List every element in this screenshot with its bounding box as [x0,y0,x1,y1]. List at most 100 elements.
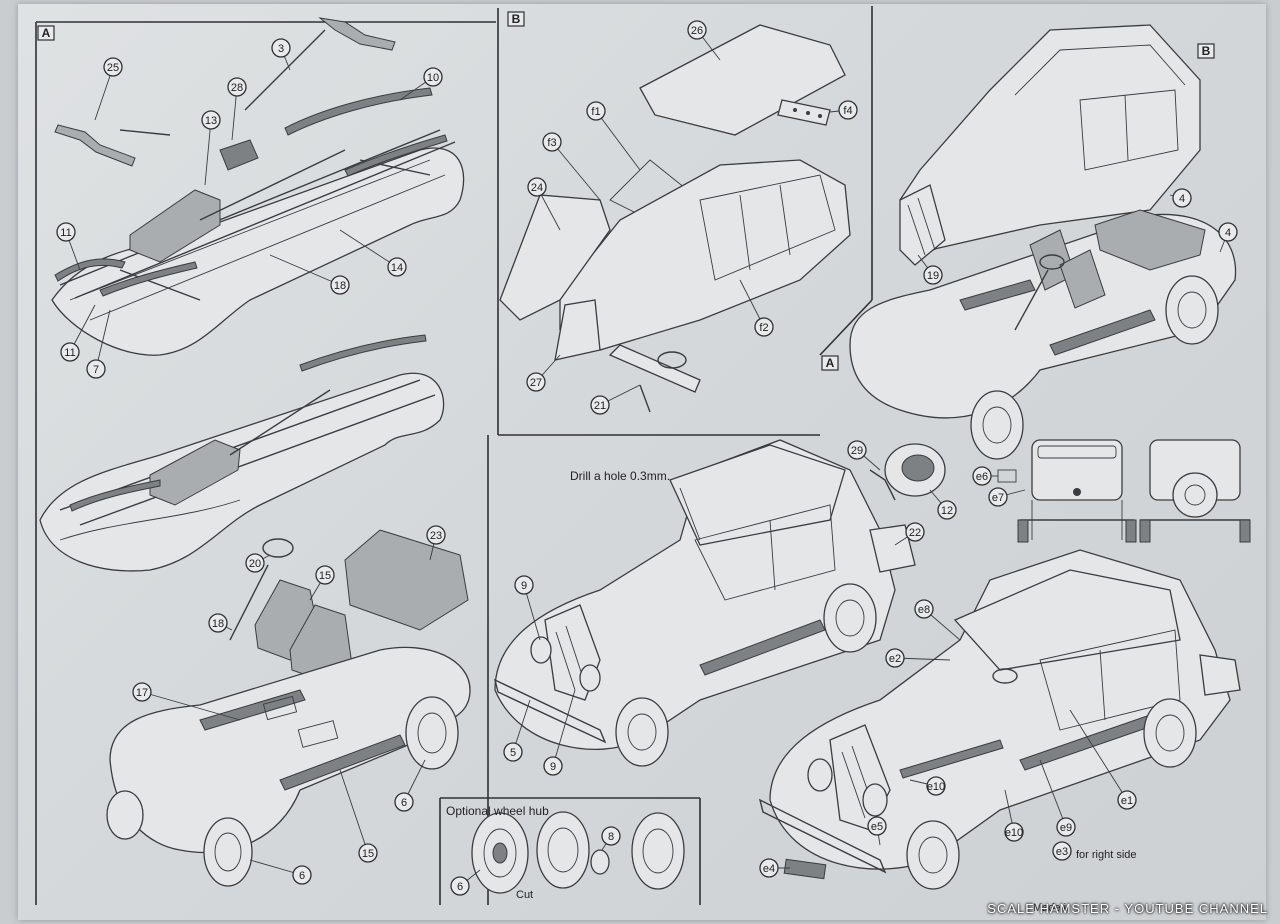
callout-number: 13 [205,115,217,127]
callout-number: 28 [231,82,243,94]
callout-number: f1 [591,106,600,118]
callout-number: 27 [530,377,542,389]
callout-n18a: 18 [269,254,350,295]
chassis-exploded-drawing [51,17,465,356]
car-side-view-drawing [493,439,916,767]
callout-number: f3 [547,137,556,149]
callout-number: 6 [457,881,463,893]
callout-circle [86,359,106,379]
callout-e6: e6 [972,466,998,486]
callout-circle [503,742,523,762]
callout-number: 4 [1225,227,1231,239]
callout-leader [339,229,398,268]
callout-circle [586,101,606,121]
callout-n26: 26 [687,20,721,61]
callout-n23: 23 [426,525,446,561]
callout-number: f2 [759,322,768,334]
callout-n29: 29 [847,440,881,471]
callout-e2: e2 [885,648,951,668]
callout-number: e4 [763,863,775,875]
car-completed-drawing [758,549,1241,890]
callout-n6c: 6 [450,869,481,896]
callout-n21: 21 [590,384,641,415]
callout-leader [339,769,369,854]
callout-number: 7 [93,364,99,376]
made-in-text: Made i [1033,902,1067,914]
callout-circle [988,487,1008,507]
interior-assembly-drawing [106,529,471,887]
callout-number: f4 [843,105,852,117]
callout-circle [867,816,887,836]
spare-wheel-drawing [869,443,946,501]
callout-number: e1 [1121,795,1133,807]
callout-number: e5 [871,821,883,833]
callout-number: e10 [1005,827,1023,839]
callout-leader [1039,759,1067,828]
callout-circle [60,342,80,362]
callout-n17: 17 [132,682,241,721]
callout-circle [914,599,934,619]
callout-circle [292,865,312,885]
optional-wheel-hub-drawing [471,811,685,894]
callout-circle [450,876,470,896]
callout-e8: e8 [914,599,961,641]
callout-number: 18 [212,618,224,630]
callout-n15b: 15 [339,769,378,863]
callout-e4: e4 [759,858,790,878]
callout-circle [972,466,992,486]
callout-number: e7 [992,492,1004,504]
callout-circle [227,77,247,97]
callout-number: 6 [401,797,407,809]
callout-circle [358,843,378,863]
callout-circle [56,222,76,242]
body-on-chassis-drawing [849,24,1237,460]
callout-f3: f3 [542,132,601,201]
callout-number: 6 [299,870,305,882]
svg-text:A: A [826,356,835,370]
callout-n10: 10 [399,67,443,101]
callout-e9: e9 [1039,759,1076,837]
callout-number: 15 [362,848,374,860]
callout-number: 10 [427,72,439,84]
callout-number: 11 [60,227,71,239]
callout-circle [1218,222,1238,242]
callout-n22: 22 [894,522,925,546]
callout-circle [687,20,707,40]
callout-number: 3 [278,43,284,55]
callout-circle [1117,790,1137,810]
callout-circle [885,648,905,668]
callout-circle [526,372,546,392]
callout-circle [937,500,957,520]
callout-leader [95,309,111,370]
callout-n15a: 15 [309,565,335,601]
callout-number: 29 [851,445,863,457]
part-callouts: 25328131011117141826f1f3f424f22721441923… [56,20,1238,896]
callout-circle [315,565,335,585]
callout-number: 24 [531,182,543,194]
callout-n28: 28 [227,77,247,141]
callout-n6b: 6 [249,859,312,885]
callout-circle [601,826,621,846]
callout-n27: 27 [526,354,561,392]
right-side-note: for right side [1076,849,1137,861]
callout-number: 5 [510,747,516,759]
callout-circle [1056,817,1076,837]
callout-number: 21 [594,400,606,412]
callout-n4a: 4 [1169,188,1192,208]
body-exploded-drawing [499,24,851,413]
callout-n6a: 6 [394,759,426,812]
callout-number: 26 [691,25,703,37]
callout-circle [838,100,858,120]
callout-leader [141,691,241,721]
callout-number: 4 [1179,193,1185,205]
callout-n13: 13 [201,110,221,186]
callout-e10b: e10 [1004,789,1024,842]
callout-n11b: 11 [60,304,96,362]
callout-leader [269,254,341,286]
callout-circle [201,110,221,130]
callout-e7: e7 [988,487,1026,507]
callout-circle [590,395,610,415]
callout-circle [245,553,265,573]
callout-number: 17 [136,687,148,699]
callout-circle [905,522,925,542]
